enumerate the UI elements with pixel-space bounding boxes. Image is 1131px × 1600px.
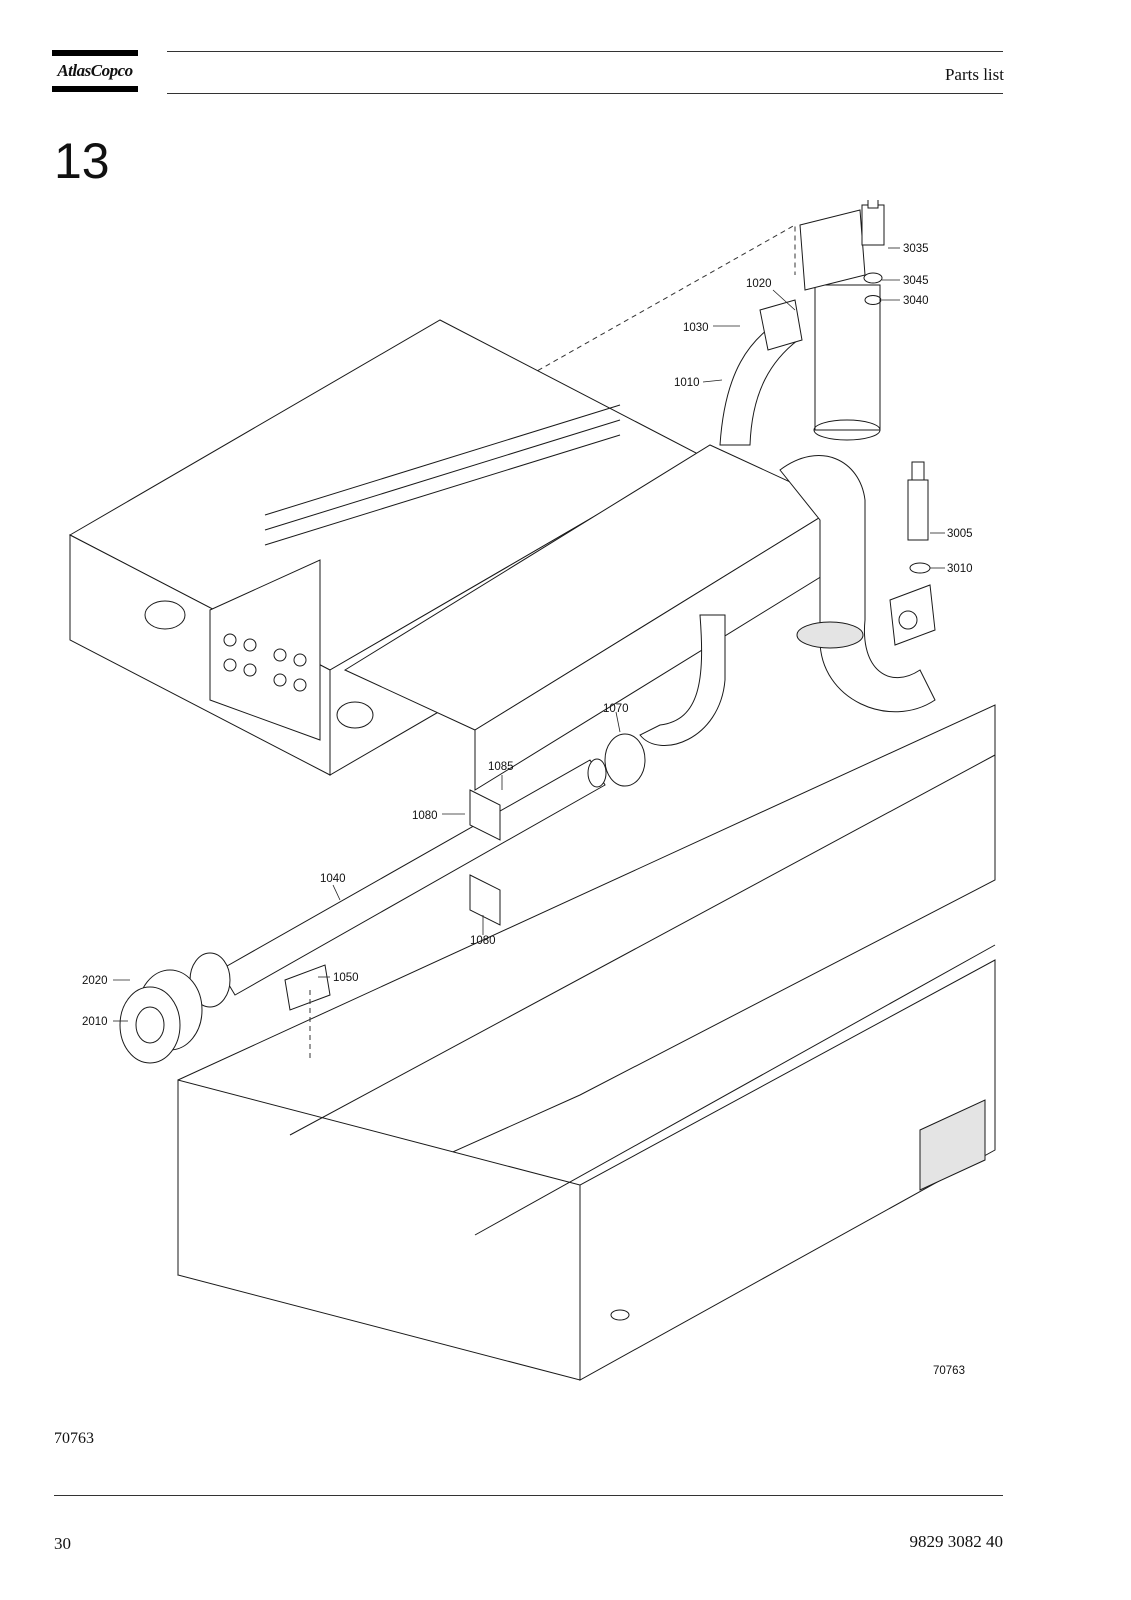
bracket-1080-upper [469,789,501,841]
bracket-1080-lower [469,874,501,926]
logo-brand-text: AtlasCopco [57,61,133,80]
callout-1085: 1085 [488,761,514,773]
callout-1040: 1040 [320,873,346,885]
callout-3045: 3045 [903,275,929,287]
callout-1080-upper: 1080 [412,810,438,822]
drawing-code: 70763 [933,1365,965,1377]
base-frame [177,704,996,1381]
elbow-pipe [779,455,936,713]
coupling-1070 [604,733,646,787]
callout-1010: 1010 [674,377,700,389]
callout-3035: 3035 [903,243,929,255]
callout-3005: 3005 [947,528,973,540]
exploded-parts-drawing: 3035 3045 3040 1020 1030 1010 3005 3010 … [68,200,996,1381]
page-number: 30 [54,1534,71,1553]
assembly-dashed-line [529,224,796,376]
callout-1080-lower: 1080 [470,935,496,947]
footer-rule [54,1495,1003,1496]
figure-caption-code: 70763 [54,1430,94,1447]
callout-2010: 2010 [82,1016,108,1028]
callouts: 3035 3045 3040 1020 1030 1010 3005 3010 … [82,243,973,1377]
callout-3010: 3010 [947,563,973,575]
logo-bar-top [52,50,138,56]
flange-2010 [119,969,203,1064]
lower-pipe [639,614,726,746]
separator-vessel [799,200,885,441]
atlas-copco-logo: AtlasCopco [52,50,138,92]
callout-1020: 1020 [746,278,772,290]
logo-bar-bottom [52,86,138,92]
pipe-1040 [189,758,607,1008]
callout-2020: 2020 [82,975,108,987]
outlet-pipe-1010 [719,299,803,446]
header-rule-bottom [167,93,1003,94]
callout-1050: 1050 [333,972,359,984]
header-title: Parts list [944,65,1004,84]
header-rule-top [167,51,1003,52]
safety-valve-3005 [907,461,931,574]
callout-3040: 3040 [903,295,929,307]
callout-1030: 1030 [683,322,709,334]
section-number: 13 [54,133,110,189]
support-1050 [284,964,331,1011]
callout-1070: 1070 [603,703,629,715]
document-number: 9829 3082 40 [909,1532,1004,1551]
